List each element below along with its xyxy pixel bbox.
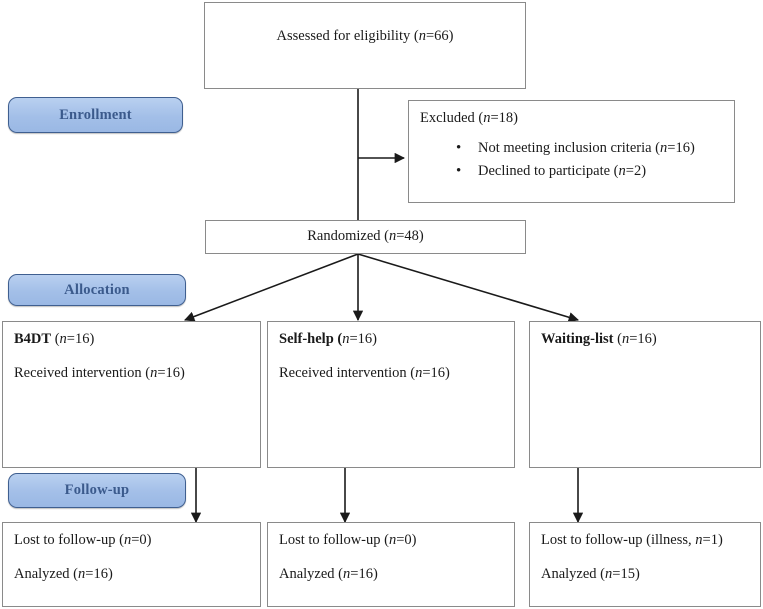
stage-badge-followup-label: Follow-up xyxy=(64,482,130,498)
stage-badge-allocation-label: Allocation xyxy=(64,281,130,298)
allocation-0-detail-suffix: =16) xyxy=(157,364,185,381)
stage-badge-followup: Follow-up xyxy=(8,473,186,508)
assessed-suffix: =66) xyxy=(425,28,454,44)
excluded-heading: Excluded (n=18) xyxy=(420,109,723,129)
excluded-item-1-suffix: =2) xyxy=(625,163,647,180)
node-allocation-b4dt: B4DT (n=16) Received intervention (n=16) xyxy=(2,321,261,468)
allocation-0-group-name: B4DT xyxy=(14,331,52,347)
excluded-italic-n: n xyxy=(483,110,491,126)
allocation-1-detail: Received intervention (n=16) xyxy=(279,364,503,384)
allocation-0-group: B4DT (n=16) xyxy=(14,330,249,350)
node-allocation-self-help: Self-help (n=16) Received intervention (… xyxy=(267,321,515,468)
assessed-text: Assessed for eligibility (n=66) xyxy=(216,27,514,47)
followup-0-lost-italic-n: n xyxy=(123,532,132,548)
connector-randomized-to-b4dt xyxy=(184,253,359,322)
followup-2-lost-italic-n: n xyxy=(695,532,703,548)
followup-0-analyzed-suffix: =16) xyxy=(85,565,113,582)
followup-2-analyzed-italic-n: n xyxy=(605,565,613,582)
followup-2-analyzed-suffix: =15) xyxy=(612,565,640,582)
allocation-0-detail-italic-n: n xyxy=(150,364,158,381)
allocation-0-n-prefix: ( xyxy=(51,331,60,347)
excluded-item-1-italic-n: n xyxy=(618,163,626,180)
node-assessed-for-eligibility: Assessed for eligibility (n=66) xyxy=(204,2,526,89)
randomized-italic-n: n xyxy=(388,228,397,244)
stage-badge-enrollment-label: Enrollment xyxy=(59,106,132,123)
node-followup-waiting-list: Lost to follow-up (illness, n=1) Analyze… xyxy=(529,522,761,607)
assessed-prefix: Assessed for eligibility ( xyxy=(276,28,419,44)
followup-1-lost-italic-n: n xyxy=(388,532,397,548)
stage-badge-allocation: Allocation xyxy=(8,274,186,306)
followup-0-lost: Lost to follow-up (n=0) xyxy=(14,531,249,551)
excluded-item-0-prefix: Not meeting inclusion criteria ( xyxy=(478,139,661,156)
followup-1-analyzed-italic-n: n xyxy=(343,565,351,582)
allocation-2-n-suffix: =16) xyxy=(629,331,657,347)
followup-2-lost-suffix: =1) xyxy=(702,532,723,548)
followup-1-analyzed: Analyzed (n=16) xyxy=(279,565,503,585)
assessed-italic-n: n xyxy=(418,28,426,44)
allocation-0-detail-prefix: Received intervention ( xyxy=(14,364,151,381)
followup-2-analyzed: Analyzed (n=15) xyxy=(541,565,749,585)
allocation-1-detail-prefix: Received intervention ( xyxy=(279,364,416,381)
allocation-1-italic-n: n xyxy=(342,331,350,347)
followup-0-analyzed-italic-n: n xyxy=(78,565,86,582)
excluded-item-0-suffix: =16) xyxy=(667,139,695,156)
connector-randomized-to-waitinglist xyxy=(357,253,579,323)
allocation-1-detail-italic-n: n xyxy=(415,364,423,381)
allocation-0-italic-n: n xyxy=(59,331,67,347)
randomized-suffix: =48) xyxy=(396,228,424,244)
allocation-2-group: Waiting-list (n=16) xyxy=(541,330,749,350)
randomized-prefix: Randomized ( xyxy=(307,228,389,244)
excluded-heading-suffix: =18) xyxy=(490,110,518,126)
allocation-1-group-name: Self-help xyxy=(279,331,334,347)
followup-0-lost-prefix: Lost to follow-up ( xyxy=(14,532,124,548)
node-allocation-waiting-list: Waiting-list (n=16) xyxy=(529,321,761,468)
followup-1-analyzed-prefix: Analyzed ( xyxy=(279,565,344,582)
followup-2-analyzed-prefix: Analyzed ( xyxy=(541,565,606,582)
node-followup-self-help: Lost to follow-up (n=0) Analyzed (n=16) xyxy=(267,522,515,607)
allocation-1-detail-suffix: =16) xyxy=(422,364,450,381)
allocation-0-n-suffix: =16) xyxy=(66,331,95,347)
list-item: Declined to participate (n=2) xyxy=(456,161,723,182)
allocation-1-n-suffix: =16) xyxy=(349,331,378,347)
excluded-item-1-prefix: Declined to participate ( xyxy=(478,163,619,180)
allocation-2-italic-n: n xyxy=(621,331,630,347)
allocation-2-group-name: Waiting-list xyxy=(541,331,614,347)
excluded-reason-list: Not meeting inclusion criteria (n=16) De… xyxy=(420,138,723,182)
followup-2-lost: Lost to follow-up (illness, n=1) xyxy=(541,531,749,551)
followup-0-analyzed: Analyzed (n=16) xyxy=(14,565,249,585)
followup-1-lost: Lost to follow-up (n=0) xyxy=(279,531,503,551)
node-followup-b4dt: Lost to follow-up (n=0) Analyzed (n=16) xyxy=(2,522,261,607)
followup-0-analyzed-prefix: Analyzed ( xyxy=(14,565,79,582)
stage-badge-enrollment: Enrollment xyxy=(8,97,183,133)
followup-1-lost-suffix: =0) xyxy=(396,532,417,548)
list-item: Not meeting inclusion criteria (n=16) xyxy=(456,138,723,159)
followup-1-lost-prefix: Lost to follow-up ( xyxy=(279,532,389,548)
allocation-2-n-prefix: ( xyxy=(613,331,622,347)
followup-2-lost-prefix: Lost to follow-up (illness, xyxy=(541,532,696,548)
allocation-0-detail: Received intervention (n=16) xyxy=(14,364,249,384)
followup-0-lost-suffix: =0) xyxy=(131,532,152,548)
followup-1-analyzed-suffix: =16) xyxy=(350,565,378,582)
allocation-1-n-prefix: ( xyxy=(333,331,343,347)
randomized-text: Randomized (n=48) xyxy=(217,227,514,247)
node-excluded: Excluded (n=18) Not meeting inclusion cr… xyxy=(408,100,735,203)
excluded-item-0-italic-n: n xyxy=(660,139,668,156)
node-randomized: Randomized (n=48) xyxy=(205,220,526,254)
excluded-heading-prefix: Excluded ( xyxy=(420,110,484,126)
allocation-1-group: Self-help (n=16) xyxy=(279,330,503,350)
